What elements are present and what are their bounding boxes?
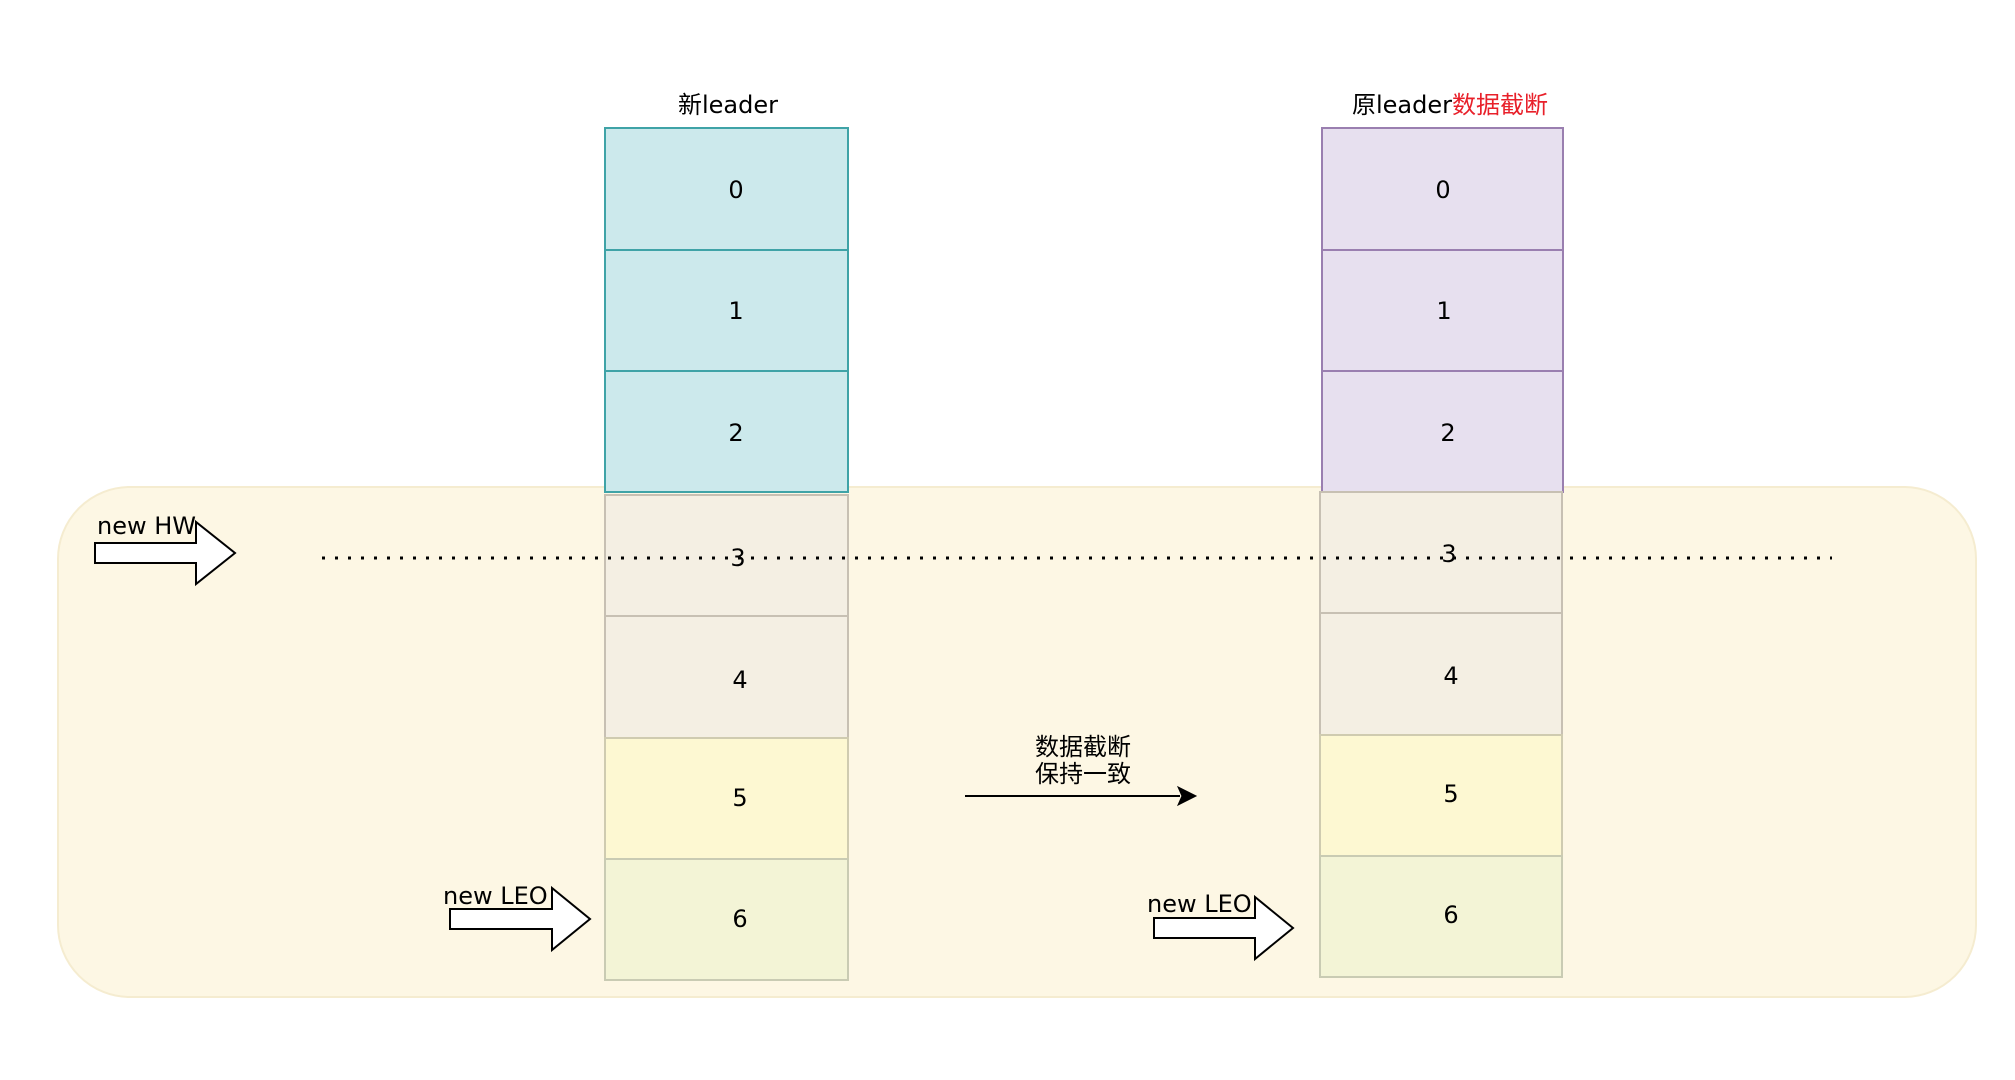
old-leader-cell-4-label: 4 bbox=[1443, 662, 1458, 690]
new-leader-cell-0 bbox=[604, 127, 849, 251]
truncation-region bbox=[57, 486, 1977, 998]
new-leader-title: 新leader bbox=[678, 91, 778, 119]
new-leader-cell-4 bbox=[604, 615, 849, 739]
old-leader-title-highlight: 数据截断 bbox=[1452, 91, 1548, 119]
old-leader-cell-2-label: 2 bbox=[1440, 419, 1455, 447]
sync-arrow-head-icon bbox=[1176, 785, 1198, 807]
old-leader-cell-3-label: 3 bbox=[1441, 540, 1456, 568]
new-leader-cell-2 bbox=[604, 370, 849, 493]
new-leader-cell-1-label: 1 bbox=[728, 297, 743, 325]
new-leader-cell-1 bbox=[604, 249, 849, 372]
new-leader-cell-6-label: 6 bbox=[732, 905, 747, 933]
leo-right-arrow-icon bbox=[1153, 894, 1295, 962]
old-leader-cell-1-label: 1 bbox=[1436, 297, 1451, 325]
new-leader-cell-6 bbox=[604, 858, 849, 981]
leo-marker-right: new LEO bbox=[1147, 890, 1295, 962]
sync-arrow-line1: 数据截断 bbox=[1035, 733, 1131, 761]
new-leader-cell-5 bbox=[604, 737, 849, 860]
leo-marker-right-label: new LEO bbox=[1147, 890, 1252, 918]
sync-arrow: 数据截断 保持一致 bbox=[965, 733, 1198, 807]
old-leader-cell-5 bbox=[1319, 734, 1563, 857]
new-leader-cell-4-label: 4 bbox=[732, 666, 747, 694]
new-leader-column: 新leader 0 1 2 3 4 5 6 bbox=[604, 91, 849, 981]
new-leader-cell-0-label: 0 bbox=[728, 176, 743, 204]
hw-arrow-icon bbox=[94, 519, 237, 587]
leo-marker-left: new LEO bbox=[443, 882, 592, 953]
old-leader-cell-6 bbox=[1319, 855, 1563, 978]
old-leader-cell-3 bbox=[1319, 491, 1563, 614]
old-leader-cell-5-label: 5 bbox=[1443, 780, 1458, 808]
sync-arrow-line2: 保持一致 bbox=[1035, 760, 1131, 788]
hw-marker: new HW bbox=[94, 512, 237, 587]
old-leader-cell-0-label: 0 bbox=[1435, 176, 1450, 204]
new-leader-cell-5-label: 5 bbox=[732, 784, 747, 812]
old-leader-column: 原leader数据截断 0 1 2 3 4 5 6 bbox=[1319, 91, 1564, 978]
old-leader-title: 原leader数据截断 bbox=[1352, 91, 1548, 119]
old-leader-cell-6-label: 6 bbox=[1443, 901, 1458, 929]
new-leader-cell-3 bbox=[604, 494, 849, 617]
leo-marker-left-label: new LEO bbox=[443, 882, 548, 910]
leo-left-arrow-icon bbox=[449, 885, 592, 953]
hw-marker-label: new HW bbox=[97, 512, 196, 540]
old-leader-cell-0 bbox=[1321, 127, 1564, 251]
new-leader-cell-2-label: 2 bbox=[728, 419, 743, 447]
old-leader-title-prefix: 原leader bbox=[1352, 91, 1452, 119]
old-leader-cell-2 bbox=[1321, 370, 1564, 493]
old-leader-cell-4 bbox=[1319, 612, 1563, 736]
